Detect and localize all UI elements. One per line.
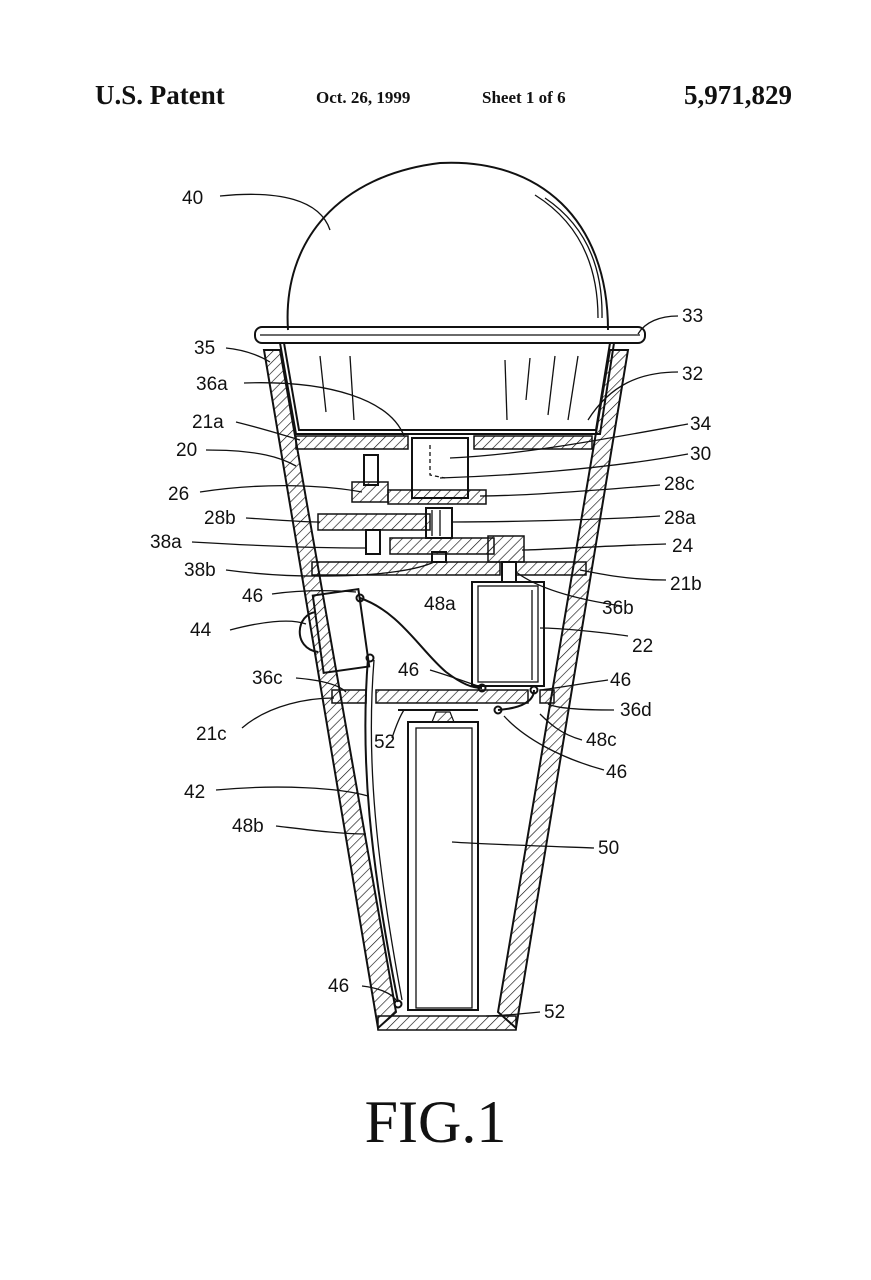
label-40: 40 [182, 188, 203, 209]
label-36d: 36d [620, 700, 652, 721]
label-42: 42 [184, 782, 205, 803]
label-36c: 36c [252, 668, 283, 689]
gear-train [317, 437, 525, 583]
figure-caption: FIG.1 [364, 1089, 507, 1155]
patent-number: 5,971,829 [684, 80, 792, 110]
switch [298, 588, 371, 674]
label-21c: 21c [196, 724, 227, 745]
reference-labels: 40 33 35 32 36a 21a 34 20 30 26 28c 28b … [150, 188, 712, 1023]
leader-lines [191, 193, 689, 1017]
bowl [279, 342, 615, 435]
label-30: 30 [690, 444, 711, 465]
label-20: 20 [176, 440, 197, 461]
label-44: 44 [190, 620, 212, 641]
label-22: 22 [632, 636, 653, 657]
label-33: 33 [682, 306, 703, 327]
label-52-bottom: 52 [544, 1002, 565, 1023]
battery [398, 709, 479, 1011]
rim [254, 326, 646, 344]
label-46-mid: 46 [398, 660, 419, 681]
label-36a: 36a [196, 374, 228, 395]
label-38b: 38b [184, 560, 216, 581]
patent-date: Oct. 26, 1999 [316, 88, 411, 107]
label-34: 34 [690, 414, 712, 435]
label-28c: 28c [664, 474, 695, 495]
shelves [295, 435, 593, 704]
label-46-upper: 46 [242, 586, 263, 607]
patent-title: U.S. Patent [95, 80, 225, 110]
label-50: 50 [598, 838, 619, 859]
label-21a: 21a [192, 412, 224, 433]
sheet-number: Sheet 1 of 6 [482, 88, 566, 107]
label-28a: 28a [664, 508, 696, 529]
label-35: 35 [194, 338, 215, 359]
label-46-bottom: 46 [328, 976, 349, 997]
label-36b: 36b [602, 598, 634, 619]
label-38a: 38a [150, 532, 182, 553]
motor [471, 581, 545, 687]
label-28b: 28b [204, 508, 236, 529]
label-48c: 48c [586, 730, 617, 751]
label-21b: 21b [670, 574, 702, 595]
label-24: 24 [672, 536, 694, 557]
label-48a: 48a [424, 594, 456, 615]
label-32: 32 [682, 364, 703, 385]
label-46-right: 46 [610, 670, 631, 691]
label-48b: 48b [232, 816, 264, 837]
label-26: 26 [168, 484, 189, 505]
label-52-upper: 52 [374, 732, 395, 753]
label-46-lower: 46 [606, 762, 627, 783]
wiring [355, 593, 539, 1009]
dome [286, 161, 609, 331]
